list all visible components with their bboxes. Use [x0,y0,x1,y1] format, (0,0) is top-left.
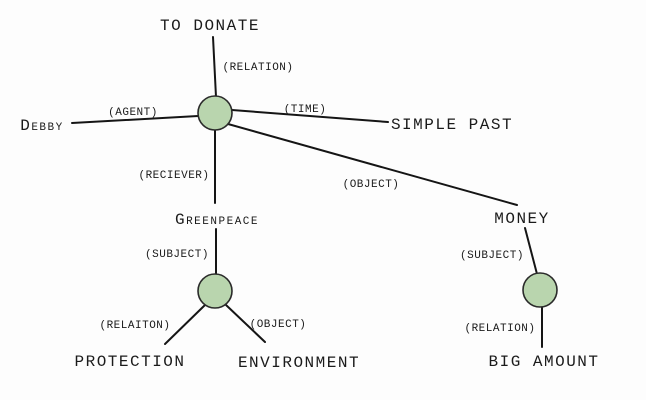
label-simple-past: SIMPLE PAST [391,116,513,134]
label-to-donate: TO DONATE [160,17,260,35]
label-protection: PROTECTION [74,353,185,371]
frame-node-greenpeace [197,273,233,309]
frame-nodes [197,95,558,309]
label-greenpeace: Greenpeace [175,211,259,229]
edge-label-agent: (AGENT) [108,107,158,119]
edge-subject-money [524,227,538,275]
edge-object-money [227,123,518,206]
edge-label-receiver: (RECIEVER) [138,170,209,182]
edges [71,36,543,348]
label-debby: Debby [20,117,64,135]
edge-agent-debby [71,115,199,124]
edge-relation-protection [164,304,206,345]
edge-label-relaiton: (RELAITON) [99,320,170,332]
edge-time-simple-past [231,109,389,123]
edge-label-subject-money: (SUBJECT) [460,250,524,262]
relation-labels: (RELATION) (AGENT) (TIME) (RECIEVER) (OB… [99,62,535,335]
edge-label-relation-main: (RELATION) [222,62,293,74]
edge-label-time: (TIME) [284,104,327,116]
edge-object-environment [225,304,266,343]
frame-node-money [522,272,558,308]
label-money: MONEY [494,210,550,228]
label-big-amount: BIG AMOUNT [488,353,599,371]
frame-node-main [197,95,233,131]
edge-label-relation-money: (RELATION) [464,323,535,335]
edge-label-object-main: (OBJECT) [343,179,400,191]
concept-labels: TO DONATE Debby SIMPLE PAST Greenpeace M… [20,17,599,372]
edge-label-subject-greenpeace: (SUBJECT) [145,249,209,261]
edge-relation-to-donate [212,36,217,98]
label-environment: ENVIRONMENT [238,354,360,372]
edge-label-object-greenpeace: (OBJECT) [250,319,307,331]
